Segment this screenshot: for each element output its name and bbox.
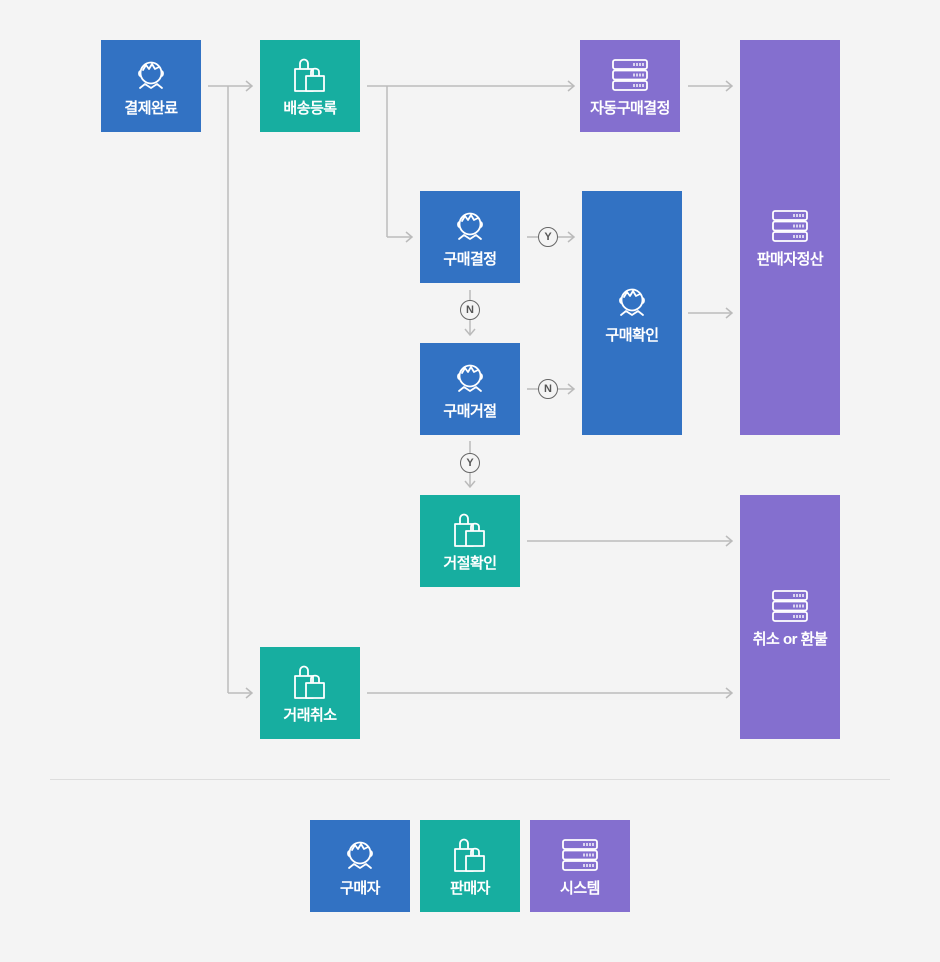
node-purchase-reject: 구매거절 xyxy=(420,343,520,435)
node-transaction-cancel: 거래취소 xyxy=(260,647,360,739)
shopping-bag-icon xyxy=(450,510,490,550)
yes-badge: Y xyxy=(460,453,480,473)
legend-label: 시스템 xyxy=(560,879,600,897)
no-badge: N xyxy=(460,300,480,320)
node-label: 자동구매결정 xyxy=(590,99,670,117)
legend-system: 시스템 xyxy=(530,820,630,912)
buyer-face-icon xyxy=(340,835,380,875)
shopping-bag-icon xyxy=(450,835,490,875)
yes-badge: Y xyxy=(538,227,558,247)
legend-label: 구매자 xyxy=(340,879,380,897)
buyer-face-icon xyxy=(450,358,490,398)
server-icon xyxy=(560,835,600,875)
buyer-face-icon xyxy=(131,55,171,95)
no-badge: N xyxy=(538,379,558,399)
node-shipping-registration: 배송등록 xyxy=(260,40,360,132)
node-label: 취소 or 환불 xyxy=(752,630,828,648)
node-label: 결제완료 xyxy=(124,99,178,117)
node-purchase-decision: 구매결정 xyxy=(420,191,520,283)
buyer-face-icon xyxy=(612,282,652,322)
node-label: 배송등록 xyxy=(283,99,337,117)
node-label: 판매자정산 xyxy=(756,251,824,268)
buyer-face-icon xyxy=(450,206,490,246)
node-label: 구매확인 xyxy=(605,326,659,344)
node-reject-confirm: 거절확인 xyxy=(420,495,520,587)
node-label: 거절확인 xyxy=(443,554,497,572)
node-payment-complete: 결제완료 xyxy=(101,40,201,132)
legend-divider xyxy=(50,779,890,780)
node-label: 구매결정 xyxy=(443,250,497,268)
legend-buyer: 구매자 xyxy=(310,820,410,912)
server-icon xyxy=(610,55,650,95)
node-label: 구매거절 xyxy=(443,402,497,420)
shopping-bag-icon xyxy=(290,55,330,95)
shopping-bag-icon xyxy=(290,662,330,702)
node-seller-settlement: 판매자정산 xyxy=(740,40,840,435)
server-icon xyxy=(770,586,810,626)
server-icon xyxy=(770,206,810,246)
node-cancel-or-refund: 취소 or 환불 xyxy=(740,495,840,739)
node-label: 거래취소 xyxy=(283,706,337,724)
node-purchase-confirm: 구매확인 xyxy=(582,191,682,435)
legend-seller: 판매자 xyxy=(420,820,520,912)
legend-label: 판매자 xyxy=(450,879,490,897)
node-auto-purchase-confirm: 자동구매결정 xyxy=(580,40,680,132)
